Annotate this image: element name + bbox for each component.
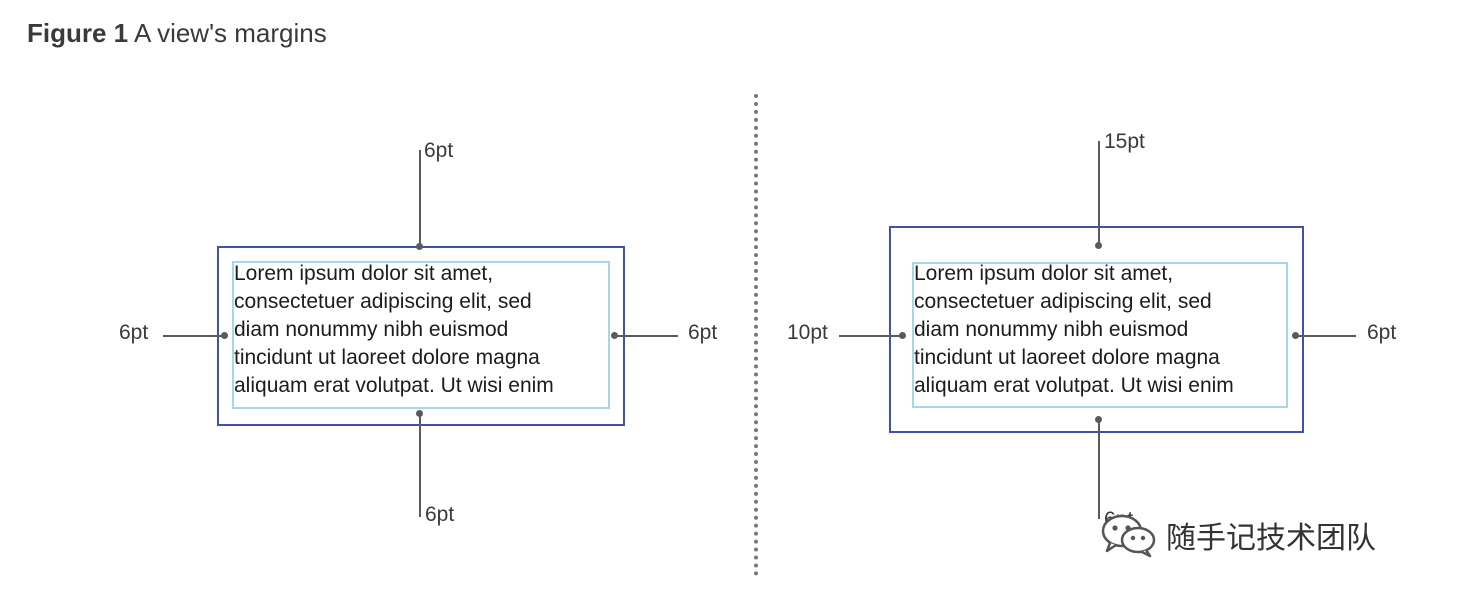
right-margin-line xyxy=(1296,335,1356,337)
top-margin-marker xyxy=(1095,242,1102,249)
top-margin-line xyxy=(419,150,421,246)
top-margin-label: 6pt xyxy=(424,139,454,162)
bottom-margin-marker xyxy=(416,410,423,417)
left-margin-line xyxy=(839,335,903,337)
left-margin-label: 10pt xyxy=(787,321,828,344)
bottom-margin-marker xyxy=(1095,416,1102,423)
sample-text: Lorem ipsum dolor sit amet, consectetuer… xyxy=(234,262,554,397)
wechat-icon xyxy=(1101,514,1156,558)
content-area xyxy=(232,261,610,409)
top-margin-line xyxy=(1098,141,1100,245)
left-margin-marker xyxy=(221,332,228,339)
left-margin-marker xyxy=(899,332,906,339)
right-margin-label: 6pt xyxy=(688,321,718,344)
watermark-text: 随手记技术团队 xyxy=(1166,521,1376,556)
watermark: 随手记技术团队 xyxy=(1100,512,1376,558)
left-margin-line xyxy=(163,335,225,337)
top-margin-label: 15pt xyxy=(1104,130,1145,153)
right-margin-marker xyxy=(1292,332,1299,339)
figure-title: A view's margins xyxy=(133,18,327,48)
figure-caption: Figure 1 A view's margins xyxy=(27,18,327,49)
right-margin-line xyxy=(614,335,678,337)
bottom-margin-label: 6pt xyxy=(425,503,455,526)
left-margin-label: 6pt xyxy=(119,321,149,344)
content-area xyxy=(912,262,1288,408)
figure-number: Figure 1 xyxy=(27,18,129,48)
top-margin-marker xyxy=(416,243,423,250)
right-margin-label: 6pt xyxy=(1367,321,1397,344)
bottom-margin-line xyxy=(1098,419,1100,519)
right-margin-marker xyxy=(611,332,618,339)
bottom-margin-line xyxy=(419,413,421,517)
dotted-divider xyxy=(754,94,758,576)
sample-text: Lorem ipsum dolor sit amet, consectetuer… xyxy=(914,262,1234,397)
